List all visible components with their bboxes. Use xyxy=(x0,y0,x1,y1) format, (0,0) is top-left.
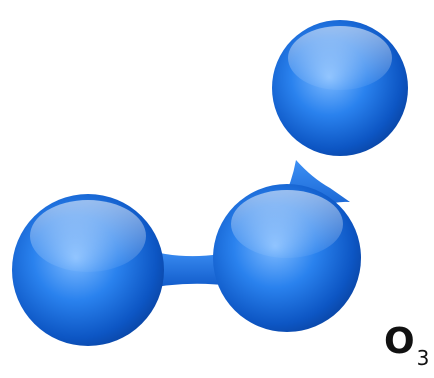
formula-element: O xyxy=(384,321,415,362)
oxygen-atom-top xyxy=(272,20,408,156)
oxygen-atom-left xyxy=(12,194,164,346)
formula-subscript: 3 xyxy=(416,346,430,370)
oxygen-atom-middle xyxy=(213,184,361,332)
